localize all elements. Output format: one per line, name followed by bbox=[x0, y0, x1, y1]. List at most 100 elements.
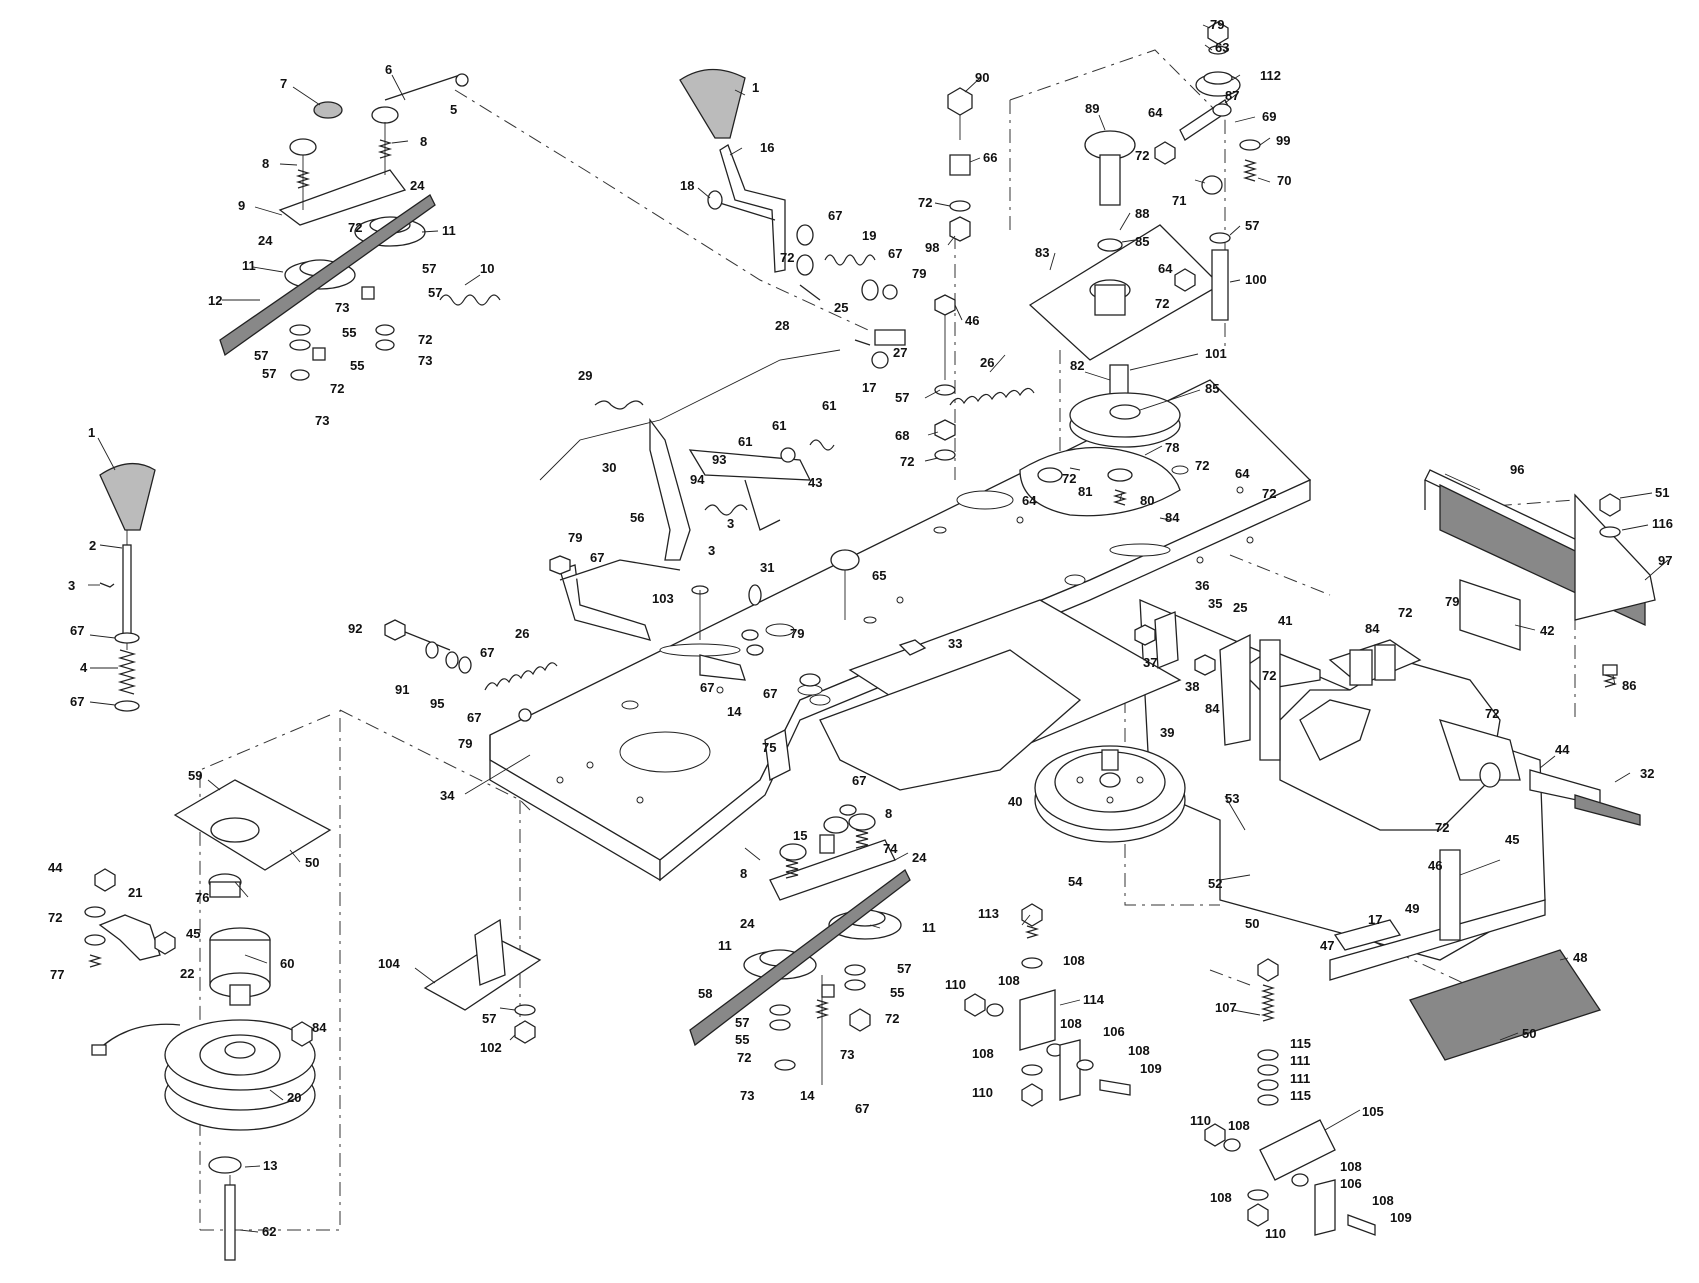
label-46: 46 bbox=[1428, 858, 1442, 873]
label-108: 108 bbox=[1210, 1190, 1232, 1205]
label-44: 44 bbox=[48, 860, 63, 875]
label-72: 72 bbox=[1435, 820, 1449, 835]
label-109: 109 bbox=[1140, 1061, 1162, 1076]
label-11: 11 bbox=[442, 223, 456, 238]
label-84: 84 bbox=[1205, 701, 1220, 716]
center-linkage bbox=[539, 329, 906, 561]
label-87: 87 bbox=[1225, 88, 1239, 103]
label-110: 110 bbox=[972, 1085, 993, 1100]
center-pulley bbox=[1019, 364, 1181, 517]
label-22: 22 bbox=[180, 966, 194, 981]
label-39: 39 bbox=[1160, 725, 1174, 740]
label-57: 57 bbox=[897, 961, 911, 976]
label-90: 90 bbox=[975, 70, 989, 85]
label-36: 36 bbox=[1195, 578, 1209, 593]
label-33: 33 bbox=[948, 636, 962, 651]
label-44: 44 bbox=[1555, 742, 1570, 757]
label-34: 34 bbox=[440, 788, 455, 803]
label-110: 110 bbox=[945, 977, 966, 992]
label-110: 110 bbox=[1190, 1113, 1211, 1128]
label-110: 110 bbox=[1265, 1226, 1286, 1241]
label-37: 37 bbox=[1143, 655, 1157, 670]
part-number-labels: 1 2 3 67 4 67 1 16 18 67 19 67 79 72 25 … bbox=[48, 17, 1673, 1241]
bottom-center-idler bbox=[689, 804, 911, 1085]
label-108: 108 bbox=[972, 1046, 994, 1061]
label-52: 52 bbox=[1208, 876, 1222, 891]
label-67: 67 bbox=[480, 645, 494, 660]
label-106: 106 bbox=[1103, 1024, 1125, 1039]
label-3: 3 bbox=[727, 516, 734, 531]
label-103: 103 bbox=[652, 591, 674, 606]
label-46: 46 bbox=[965, 313, 979, 328]
label-11: 11 bbox=[718, 938, 732, 953]
label-79: 79 bbox=[568, 530, 582, 545]
shift-lever-assembly bbox=[99, 463, 156, 712]
label-8: 8 bbox=[740, 866, 747, 881]
label-58: 58 bbox=[698, 986, 712, 1001]
label-67: 67 bbox=[467, 710, 481, 725]
label-30: 30 bbox=[602, 460, 616, 475]
label-61: 61 bbox=[822, 398, 836, 413]
label-15: 15 bbox=[793, 828, 807, 843]
label-16: 16 bbox=[760, 140, 774, 155]
label-48: 48 bbox=[1573, 950, 1587, 965]
label-85: 85 bbox=[1135, 234, 1149, 249]
label-55: 55 bbox=[342, 325, 356, 340]
label-61: 61 bbox=[772, 418, 786, 433]
label-76: 76 bbox=[195, 890, 209, 905]
label-71: 71 bbox=[1172, 193, 1186, 208]
label-9: 9 bbox=[238, 198, 245, 213]
label-42: 42 bbox=[1540, 623, 1554, 638]
label-17: 17 bbox=[1368, 912, 1382, 927]
label-98: 98 bbox=[925, 240, 939, 255]
label-61: 61 bbox=[738, 434, 752, 449]
label-84: 84 bbox=[1365, 621, 1380, 636]
label-53: 53 bbox=[1225, 791, 1239, 806]
label-79: 79 bbox=[1445, 594, 1459, 609]
label-49: 49 bbox=[1405, 901, 1419, 916]
label-35: 35 bbox=[1208, 596, 1222, 611]
label-68: 68 bbox=[895, 428, 909, 443]
label-67: 67 bbox=[70, 623, 84, 638]
label-108: 108 bbox=[1340, 1159, 1362, 1174]
label-106: 106 bbox=[1340, 1176, 1362, 1191]
label-5: 5 bbox=[450, 102, 457, 117]
rear-plate bbox=[1333, 849, 1602, 1061]
label-108: 108 bbox=[1372, 1193, 1394, 1208]
label-7: 7 bbox=[280, 76, 287, 91]
label-57: 57 bbox=[254, 348, 268, 363]
label-72: 72 bbox=[1398, 605, 1412, 620]
label-94: 94 bbox=[690, 472, 705, 487]
label-81: 81 bbox=[1078, 484, 1092, 499]
label-84: 84 bbox=[1165, 510, 1180, 525]
label-45: 45 bbox=[1505, 832, 1519, 847]
label-89: 89 bbox=[1085, 101, 1099, 116]
label-25: 25 bbox=[1233, 600, 1247, 615]
label-10: 10 bbox=[480, 261, 494, 276]
label-82: 82 bbox=[1070, 358, 1084, 373]
label-57: 57 bbox=[735, 1015, 749, 1030]
right-rails bbox=[1424, 469, 1656, 688]
label-24: 24 bbox=[410, 178, 425, 193]
label-67: 67 bbox=[763, 686, 777, 701]
label-59: 59 bbox=[188, 768, 202, 783]
label-13: 13 bbox=[263, 1158, 277, 1173]
label-84: 84 bbox=[312, 1020, 327, 1035]
label-21: 21 bbox=[128, 885, 142, 900]
label-79: 79 bbox=[1210, 17, 1224, 32]
label-102: 102 bbox=[480, 1040, 502, 1055]
label-72: 72 bbox=[330, 381, 344, 396]
label-111: 111 bbox=[1290, 1053, 1310, 1068]
label-2: 2 bbox=[89, 538, 96, 553]
label-80: 80 bbox=[1140, 493, 1154, 508]
label-6: 6 bbox=[385, 62, 392, 77]
label-86: 86 bbox=[1622, 678, 1636, 693]
label-72: 72 bbox=[780, 250, 794, 265]
label-108: 108 bbox=[1228, 1118, 1250, 1133]
label-114: 114 bbox=[1083, 992, 1105, 1007]
label-67: 67 bbox=[888, 246, 902, 261]
label-104: 104 bbox=[378, 956, 400, 971]
label-67: 67 bbox=[855, 1101, 869, 1116]
label-8: 8 bbox=[885, 806, 892, 821]
label-73: 73 bbox=[315, 413, 329, 428]
